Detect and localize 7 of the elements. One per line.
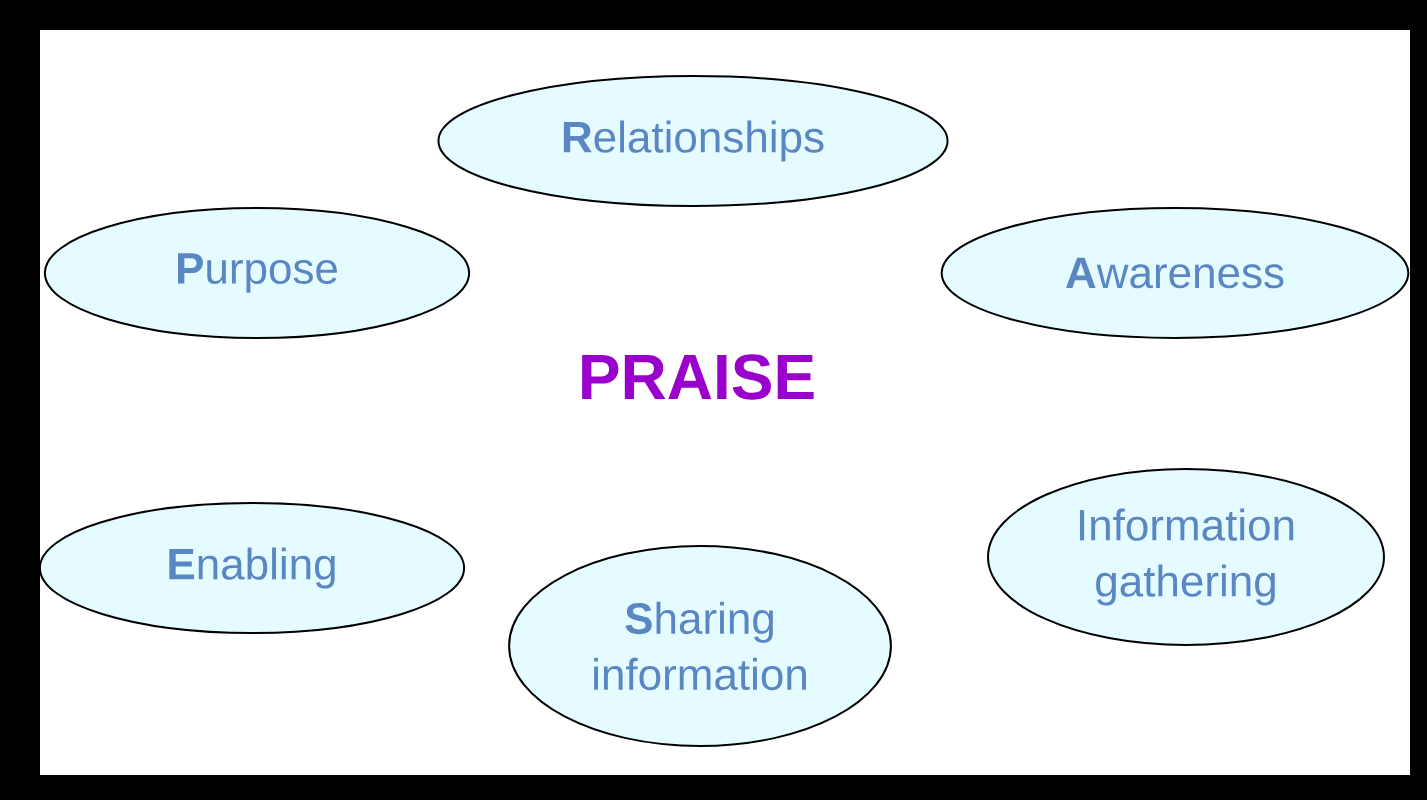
ellipse-node: Purpose [43,207,471,339]
title: PRAISE [582,354,814,400]
ellipse-node: Awareness [940,207,1410,339]
ellipse-node: Information gathering [987,468,1385,646]
ellipse-node: Enabling [38,502,466,634]
ellipse-node: Relationships [437,75,949,207]
ellipse-node: Sharing information [508,545,892,747]
